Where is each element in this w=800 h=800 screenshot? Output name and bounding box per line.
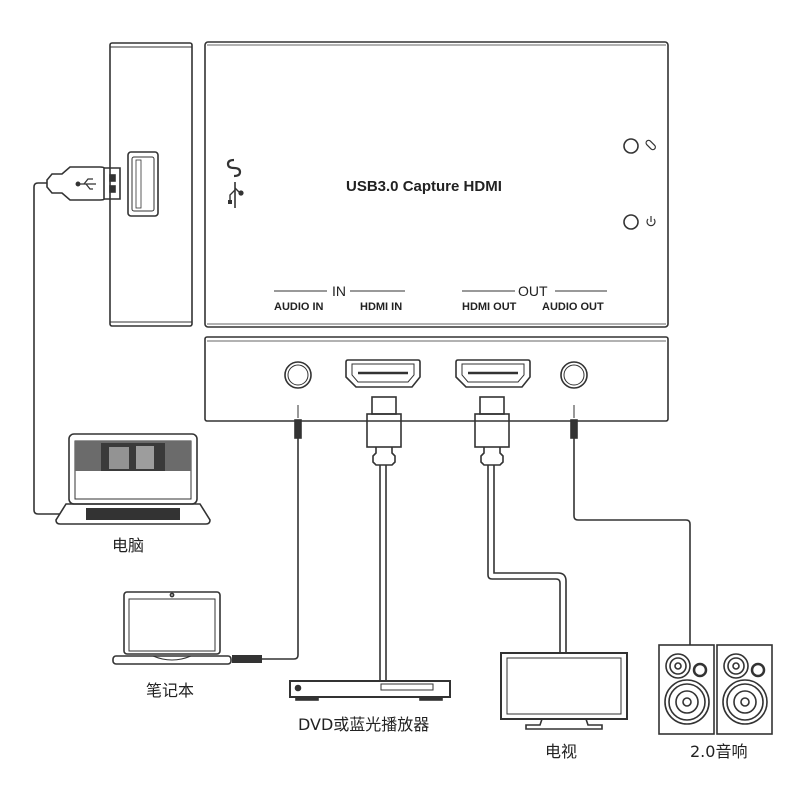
port-label-hdmi-in: HDMI IN (360, 301, 403, 313)
tv-icon (500, 652, 628, 730)
hdmi-in-cable (366, 396, 402, 680)
audio-out-jack[interactable] (560, 361, 588, 389)
hdmi-in-port[interactable] (345, 359, 421, 388)
link-indicator (623, 138, 639, 154)
label-computer: 电脑 (112, 536, 145, 555)
dvd-player-icon (289, 680, 451, 701)
usb-trident-icon (75, 178, 96, 190)
port-label-audio-in: AUDIO IN (274, 301, 324, 313)
label-tv: 电视 (545, 742, 578, 761)
speakers-icon (658, 644, 773, 735)
hdmi-out-cable (474, 396, 567, 653)
power-indicator (623, 214, 639, 230)
usb-port[interactable] (127, 151, 159, 217)
link-icon (645, 139, 656, 151)
laptop-icon (112, 591, 232, 665)
power-icon (646, 216, 656, 227)
computer-icon (55, 433, 211, 525)
audio-in-cable (232, 405, 302, 663)
label-speakers: 2.0音响 (690, 742, 748, 761)
group-label-in: IN (329, 283, 349, 299)
audio-out-cable (570, 405, 691, 645)
port-label-audio-out: AUDIO OUT (542, 301, 604, 313)
hdmi-out-port[interactable] (455, 359, 531, 388)
audio-in-jack[interactable] (284, 361, 312, 389)
group-label-out: OUT (515, 283, 551, 299)
device-top-panel (204, 41, 669, 328)
device-title: USB3.0 Capture HDMI (346, 178, 502, 195)
label-player: DVD或蓝光播放器 (298, 715, 430, 734)
label-laptop: 笔记本 (146, 681, 195, 700)
usb-superspeed-icon (226, 158, 244, 208)
device-front-panel (204, 336, 669, 422)
device-side-panel (109, 42, 193, 327)
usb-cable (33, 166, 121, 515)
port-label-hdmi-out: HDMI OUT (462, 301, 517, 313)
